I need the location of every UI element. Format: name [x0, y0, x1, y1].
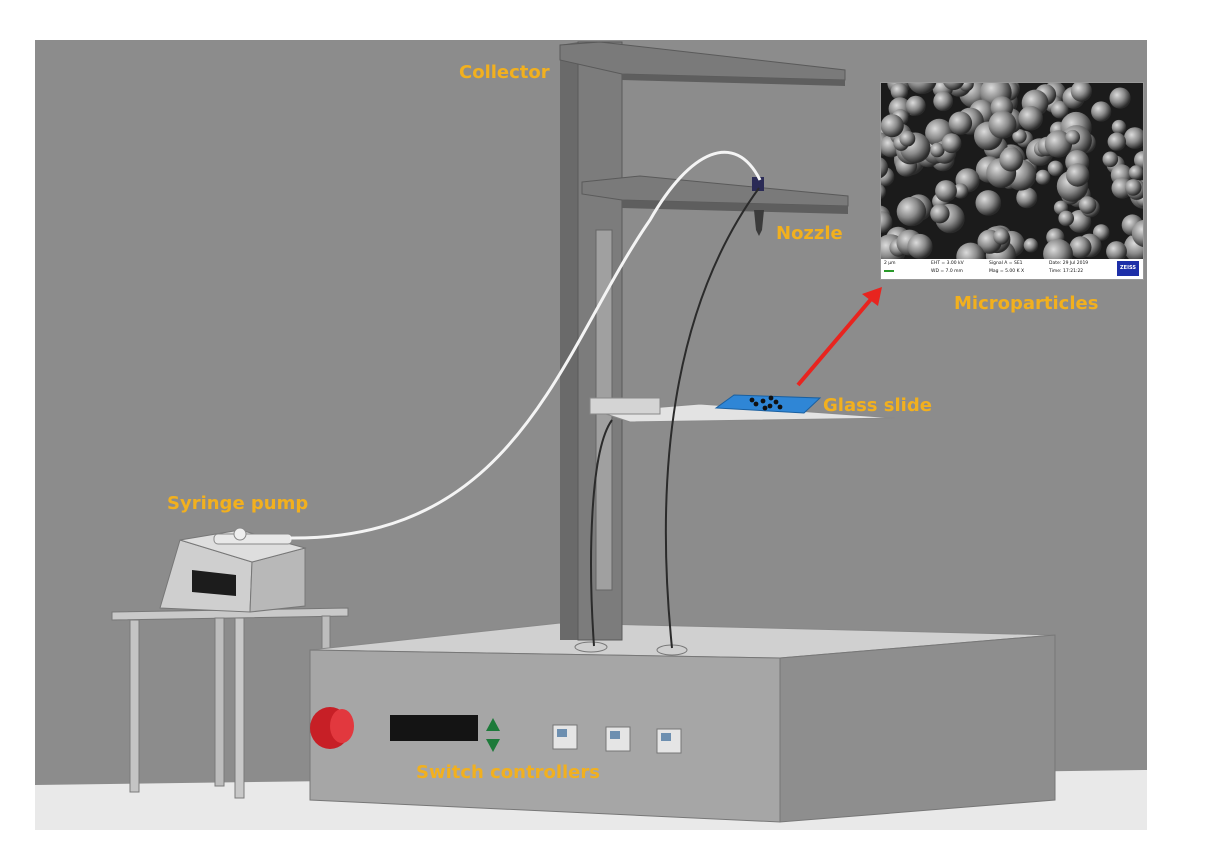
sem-info-bar: 2 µm EHT = 3.00 kV WD = 7.0 mm Signal A … [881, 259, 1143, 279]
switch-2 [605, 726, 631, 752]
microparticle [881, 114, 904, 138]
scale-bar [884, 270, 894, 272]
microparticle [890, 83, 909, 101]
microparticle [881, 211, 893, 233]
microparticle [1044, 130, 1073, 158]
controller-display [390, 715, 478, 741]
label-microparticles: Microparticles [954, 293, 1099, 314]
voltage-cable [664, 187, 760, 649]
microparticle [1069, 236, 1092, 259]
microparticle [956, 242, 985, 259]
microparticle [953, 183, 969, 199]
microparticle [881, 184, 886, 200]
microparticle [1109, 87, 1131, 109]
microparticle [1070, 83, 1092, 102]
microparticle [1131, 219, 1143, 247]
label-nozzle: Nozzle [776, 223, 843, 244]
microparticle [988, 110, 1017, 139]
syringe-pump [159, 527, 307, 613]
microparticle [1124, 179, 1142, 196]
microparticle [1058, 210, 1074, 227]
microparticle [1111, 119, 1127, 135]
microparticle [1047, 160, 1064, 177]
microparticle [896, 196, 927, 227]
microparticle [1012, 129, 1027, 144]
microparticle [1124, 127, 1143, 149]
microparticle [941, 133, 962, 154]
microparticle [1051, 100, 1069, 119]
particle-dots [749, 395, 783, 411]
nozzle-arm [581, 175, 849, 214]
label-glass-slide: Glass slide [823, 395, 932, 416]
microparticle [907, 233, 933, 259]
syringe-barrel [213, 533, 293, 545]
switch-3 [656, 728, 682, 754]
microparticle [933, 91, 954, 112]
label-collector: Collector [459, 62, 550, 83]
microparticle [1102, 151, 1119, 168]
red-arrow [796, 287, 882, 387]
microparticle [907, 83, 937, 95]
microparticle [899, 130, 916, 147]
microparticle [993, 228, 1010, 245]
microparticle [1023, 238, 1039, 253]
microparticle [975, 190, 1002, 216]
sem-micrograph: 2 µm EHT = 3.00 kV WD = 7.0 mm Signal A … [880, 82, 1144, 280]
microparticle [881, 157, 889, 179]
microparticle [943, 83, 964, 91]
switch-1 [552, 724, 578, 750]
stop-button [310, 707, 354, 749]
ground-cable [590, 419, 613, 647]
microparticle [1078, 196, 1097, 214]
pump-screen [192, 570, 236, 596]
microparticle [1134, 151, 1143, 170]
microparticle [999, 147, 1024, 172]
date-value: Date: 29 Jul 2019 [1049, 261, 1089, 266]
label-switch-controllers: Switch controllers [416, 762, 600, 783]
microparticle [1128, 165, 1143, 180]
signal-value: Signal A = SE1 [989, 261, 1023, 266]
microparticle [1065, 129, 1080, 145]
microparticle [905, 95, 926, 116]
microparticle [935, 180, 957, 202]
microparticle [1091, 101, 1112, 122]
down-arrow-icon [486, 739, 500, 752]
microparticle [1016, 187, 1038, 209]
collector-arm [559, 41, 846, 86]
microparticle [930, 204, 950, 224]
wd-value: WD = 7.0 mm [931, 269, 963, 274]
microparticle-image [881, 83, 1143, 259]
feed-tube [289, 150, 762, 540]
mag-value: Mag = 5.00 K X [989, 269, 1025, 274]
microparticle [930, 142, 945, 158]
eht-value: EHT = 3.00 kV [931, 261, 964, 266]
microparticle [948, 111, 973, 135]
microparticle [1106, 241, 1127, 259]
microparticle [1018, 105, 1043, 131]
glass-slide [714, 394, 822, 414]
base-box [309, 622, 1056, 823]
microparticle [1107, 132, 1126, 151]
microparticle [1066, 163, 1090, 187]
up-arrow-icon [486, 718, 500, 731]
scale-bar-label: 2 µm [884, 261, 896, 266]
zeiss-logo: ZEISS [1117, 261, 1139, 276]
microparticle [1035, 169, 1051, 185]
label-syringe-pump: Syringe pump [167, 493, 309, 514]
time-value: Time: 17:21:22 [1049, 269, 1084, 274]
nozzle [752, 177, 764, 236]
microparticle [1043, 239, 1073, 259]
